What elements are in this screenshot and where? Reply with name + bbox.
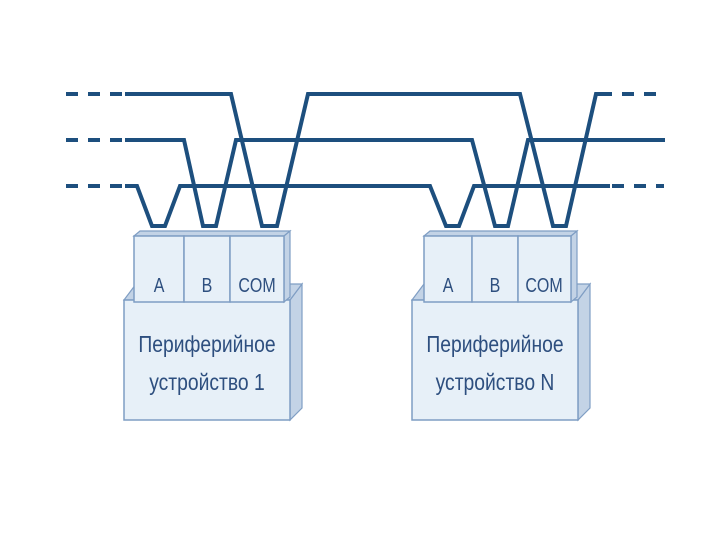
device-name-line1: Периферийное [138,333,275,358]
device-body [411,299,579,421]
peripheral-device-n: A B COM Периферийное устройство N [410,229,592,422]
device-body-side [577,282,591,422]
device-name-line2: устройство 1 [149,371,265,396]
device-body [123,299,291,421]
terminal-block-side [283,229,291,304]
terminal-a-label: A [443,274,454,296]
device-body-side [289,282,303,422]
terminal-b-label: B [490,274,501,296]
bus-line-a [125,184,610,228]
bus-line-b [125,138,665,228]
terminal-com [229,235,285,303]
bus-continuation-dashes [66,92,664,188]
bus-lines [66,92,665,228]
terminal-block-side [570,229,578,304]
terminal-com-label: COM [238,274,275,296]
terminal-a [133,235,185,303]
terminal-b [471,235,519,303]
terminal-com-label: COM [525,274,562,296]
terminal-com [517,235,572,303]
terminal-a-label: A [154,274,165,296]
device-name-line2: устройство N [436,371,555,396]
terminal-b-label: B [202,274,213,296]
device-name-line1: Периферийное [426,333,563,358]
terminal-a [423,235,473,303]
bus-line-com [125,92,610,228]
peripheral-device-1: A B COM Периферийное устройство 1 [122,229,304,422]
